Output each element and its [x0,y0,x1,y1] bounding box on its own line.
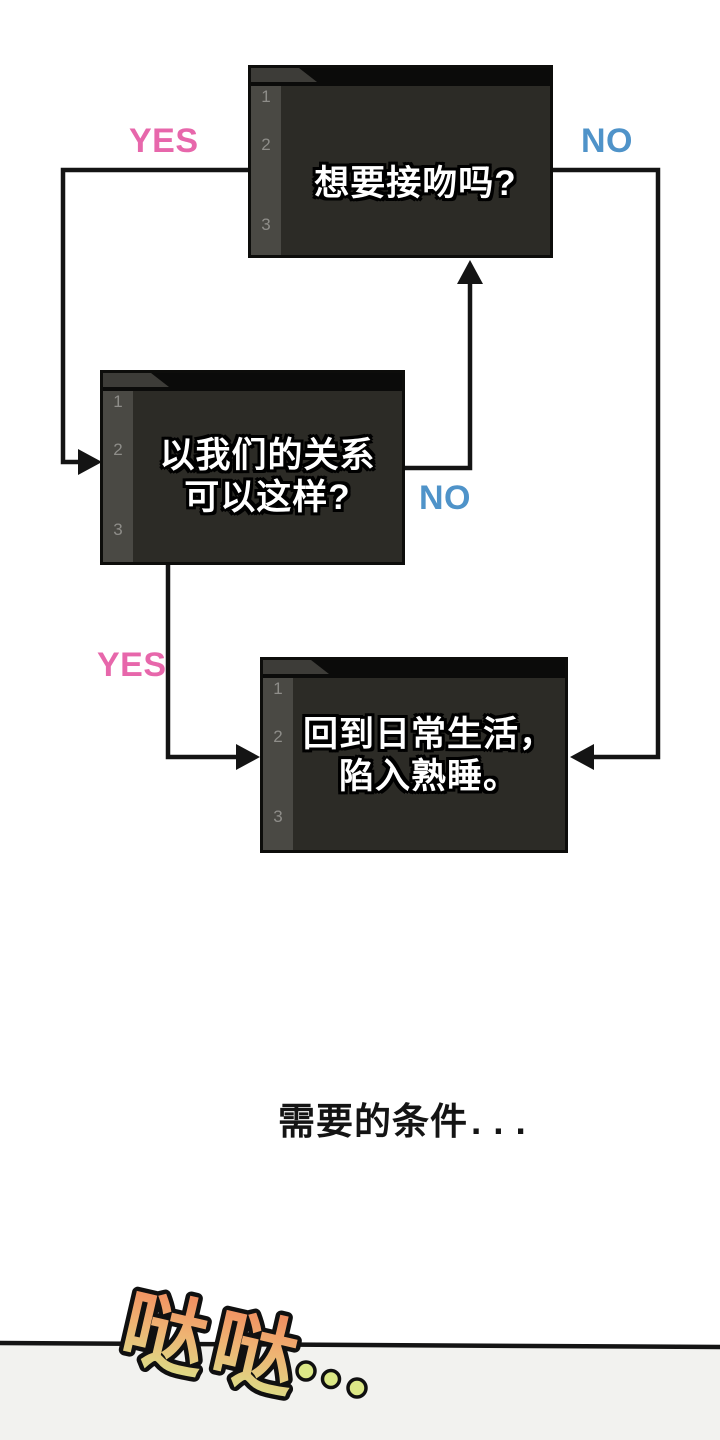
line-number: 3 [113,520,123,539]
arrowhead-into-bottom-box-right [570,744,594,770]
panel-header-tab [251,68,317,82]
arrowhead-into-top-box [457,260,483,284]
caption: 需要的条件... [278,1091,538,1145]
panel-header-bar [103,373,402,391]
panel-text: 以我们的关系 可以这样? [133,391,402,562]
panel-text-line: 想要接吻吗? [314,163,517,203]
panel-text-line: 可以这样? [184,477,351,517]
line-number: 1 [261,87,271,106]
edge-label-no-top: NO [581,122,633,160]
panel-line-number-rail: 1 2 3 [251,86,281,255]
panel-header-bar [263,660,565,678]
connector-yes-middle [165,563,236,760]
edge-label-no-middle: NO [419,479,471,517]
panel-text: 想要接吻吗? [281,86,550,255]
line-number: 3 [273,807,283,826]
line-number: 3 [261,215,271,234]
line-number: 1 [113,392,123,411]
flow-node-result: 1 2 3 回到日常生活， 陷入熟睡。 [260,657,568,853]
line-number: 2 [273,727,283,746]
arrowhead-into-middle-box [78,449,102,475]
panel-line-number-rail: 1 2 3 [263,678,293,850]
panel-border-line [0,1340,720,1350]
panel-line-number-rail: 1 2 3 [103,391,133,562]
caption-ellipsis: ... [471,1101,538,1142]
caption-text: 需要的条件 [278,1101,468,1142]
panel-text-line: 以我们的关系 [159,435,376,475]
flow-node-question-2: 1 2 3 以我们的关系 可以这样? [100,370,405,565]
panel-text-line: 回到日常生活， [302,715,555,754]
panel-header-bar [251,68,550,86]
line-number: 2 [113,440,123,459]
panel-header-tab [103,373,169,387]
sfx-dot-1 [295,1360,317,1382]
connector-yes-top [60,167,250,465]
edge-label-yes-top: YES [129,122,199,160]
arrowhead-into-bottom-box-left [236,744,260,770]
panel-text: 回到日常生活， 陷入熟睡。 [293,678,565,850]
connector-no-middle [403,284,473,471]
line-number: 2 [261,135,271,154]
panel-text-line: 陷入熟睡。 [338,757,519,796]
line-number: 1 [273,679,283,698]
connector-no-top [551,167,661,760]
sfx-dot-2 [320,1368,342,1390]
edge-label-yes-middle: YES [97,646,167,684]
flow-node-question-1: 1 2 3 想要接吻吗? [248,65,553,258]
panel-header-tab [263,660,329,674]
sfx-dot-3 [346,1377,368,1399]
